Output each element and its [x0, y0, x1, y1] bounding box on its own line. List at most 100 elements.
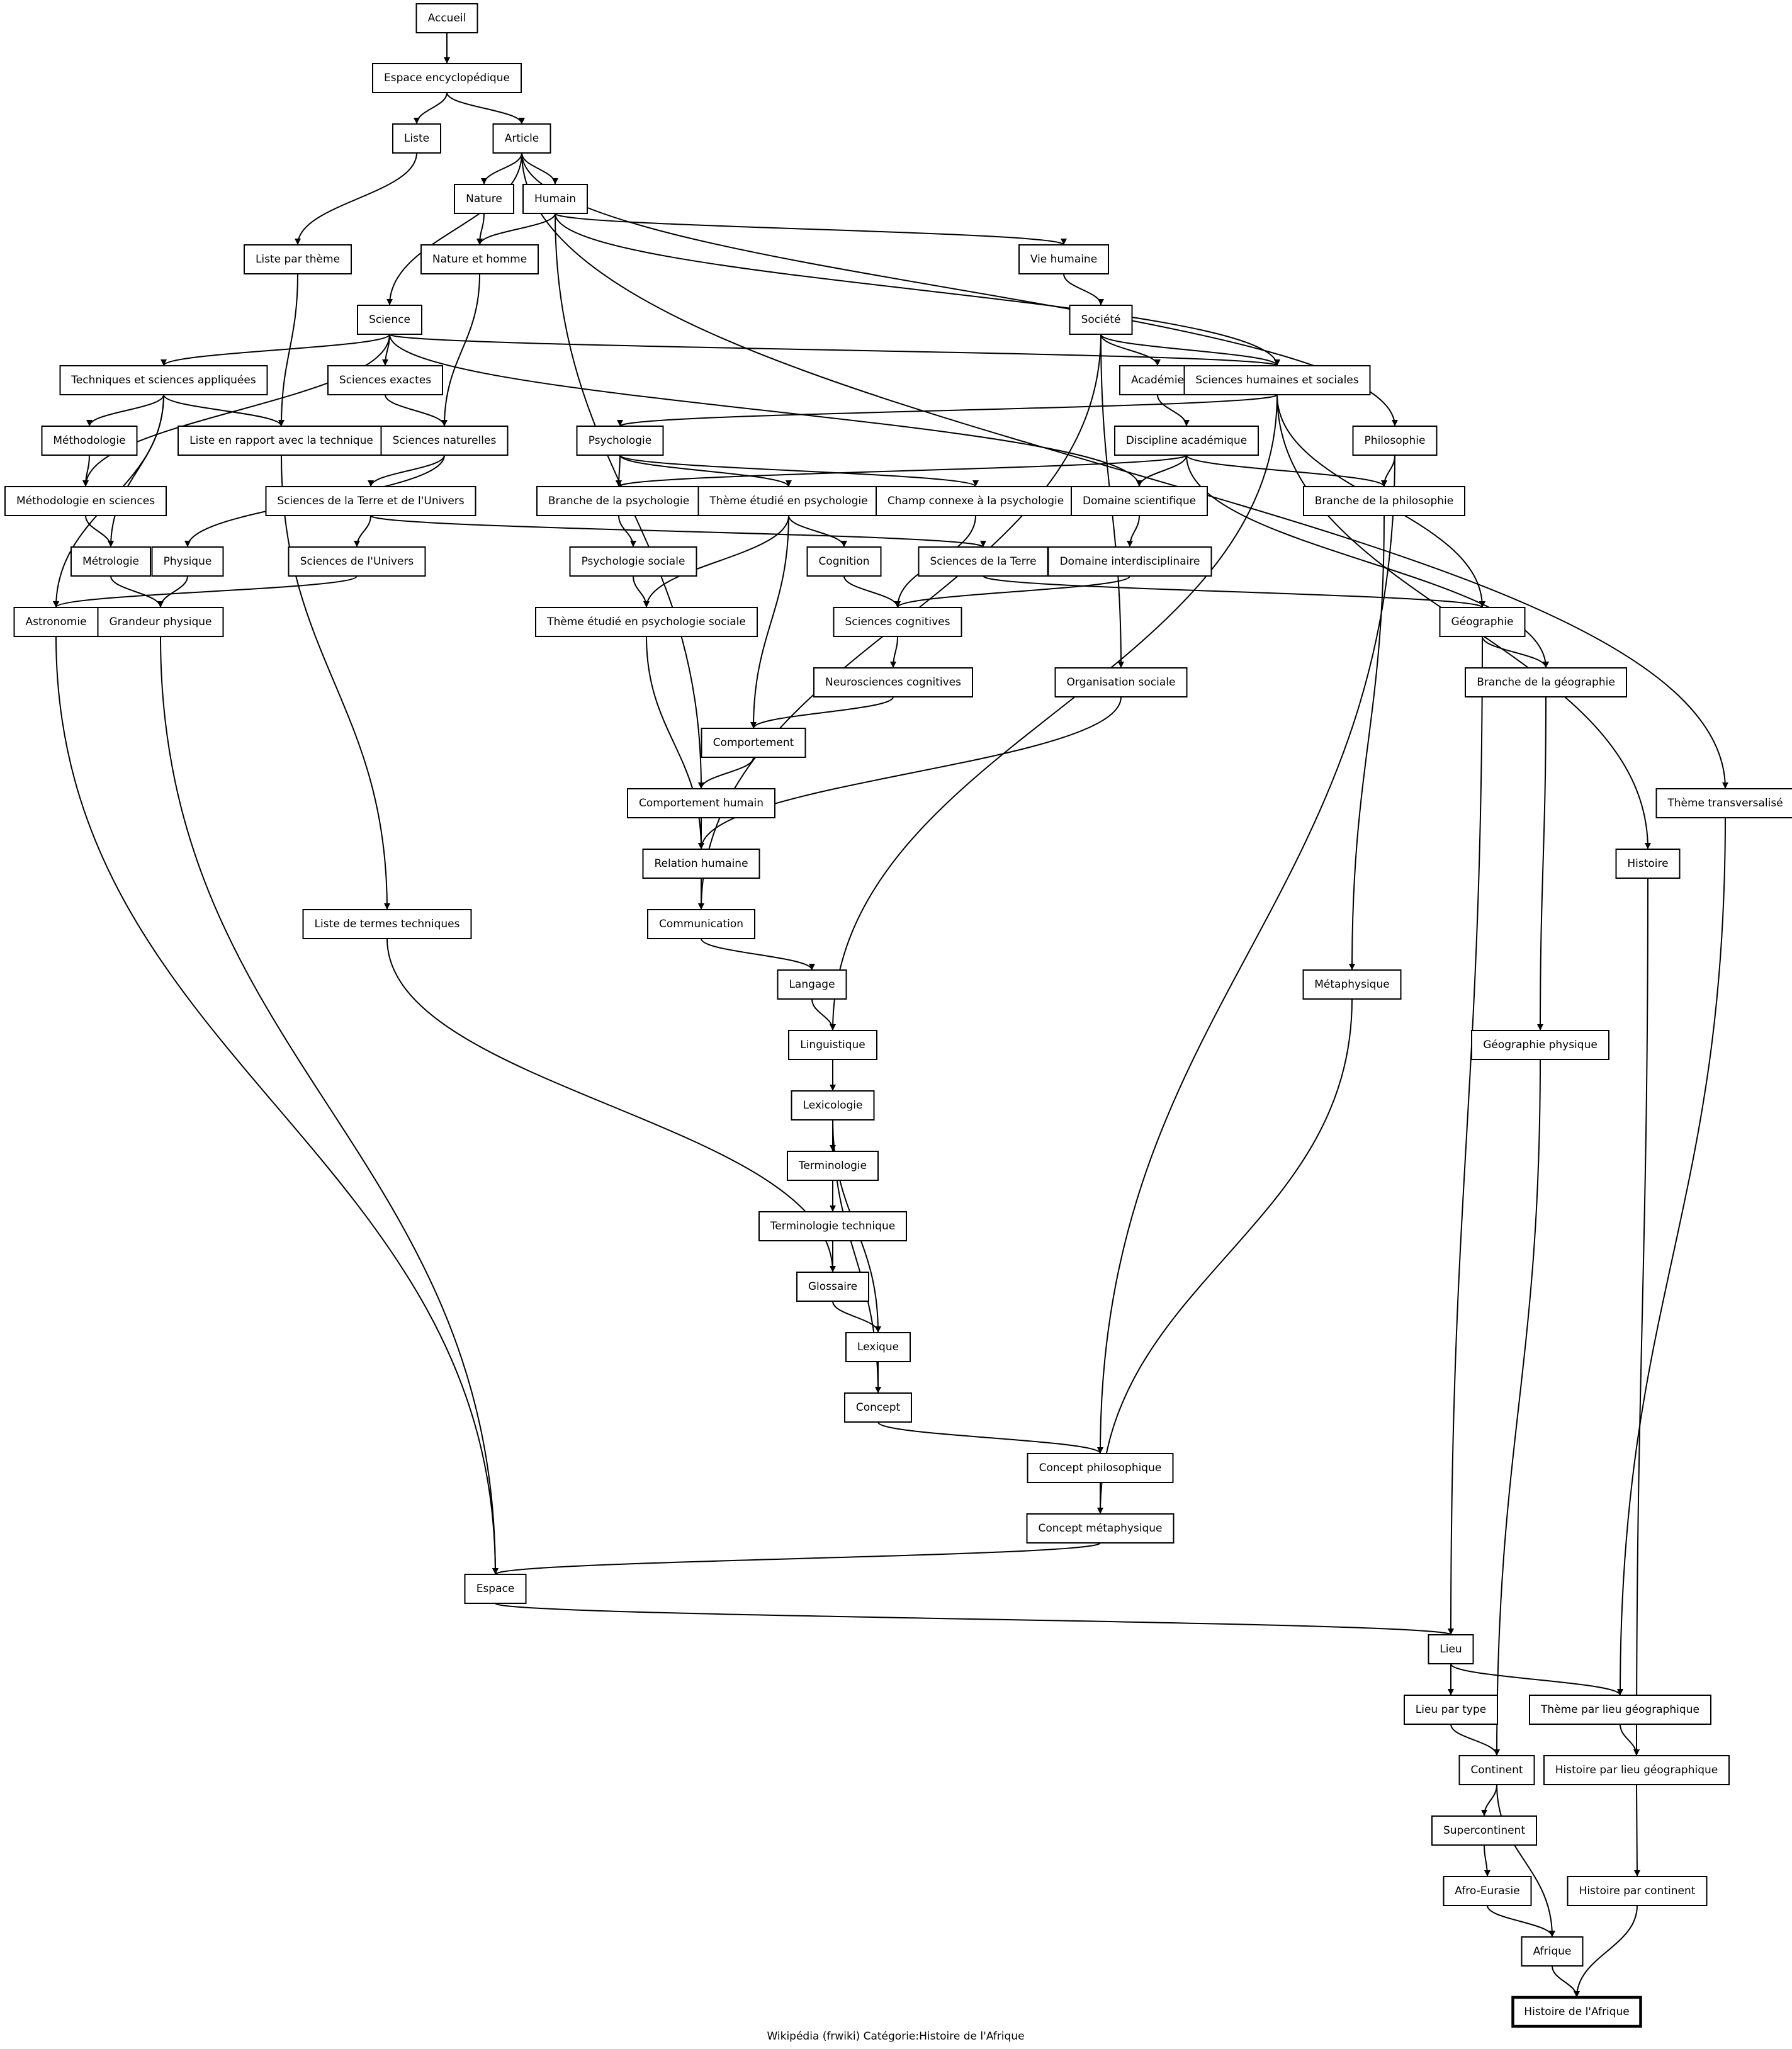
node-box [647, 909, 755, 939]
edge-article-to-science [386, 152, 522, 306]
node-supercontinent: Supercontinent [1431, 1815, 1537, 1846]
node-box [372, 63, 522, 93]
node-label: Sciences de la Terre [930, 555, 1036, 568]
node-label: Techniques et sciences appliquées [70, 374, 256, 387]
node-liste-termes: Liste de termes techniques [302, 909, 472, 939]
node-label: Terminologie [798, 1160, 867, 1172]
edge-tech-sciences-to-metrologie [108, 394, 164, 548]
node-label: Continent [1470, 1764, 1523, 1776]
node-label: Liste [404, 132, 429, 145]
node-box [244, 244, 352, 274]
edge-discipline-acad-to-domaine-sci [1136, 454, 1187, 487]
edge-continent-to-afrique [1496, 1784, 1555, 1938]
node-box [70, 546, 151, 577]
node-label: Relation humaine [654, 857, 748, 870]
node-article: Article [492, 123, 551, 154]
node-box [1352, 426, 1438, 456]
node-theme-transversal: Thème transversalisé [1655, 788, 1792, 818]
node-label: Accueil [428, 12, 466, 25]
node-label: Terminologie technique [770, 1220, 895, 1233]
edge-sciences-exactes-to-sciences-naturelles [385, 394, 448, 427]
edge-societe-to-academie [1100, 334, 1161, 366]
graph-caption: Wikipédia (frwiki) Catégorie:Histoire de… [767, 2030, 1024, 2043]
edge-metaphysique-to-concept-meta [1097, 998, 1353, 1515]
node-histoire: Histoire [1615, 849, 1681, 879]
node-label: Afrique [1533, 1945, 1572, 1958]
node-box [1069, 305, 1133, 335]
node-box [701, 728, 806, 758]
edge-espace-encyclo-to-liste [414, 92, 448, 125]
node-label: Thème étudié en psychologie sociale [546, 616, 746, 628]
edge-branche-geo-to-geo-physique [1537, 696, 1547, 1031]
edge-sciences-univers-to-astronomie [53, 575, 358, 608]
node-branche-philo: Branche de la philosophie [1303, 486, 1465, 516]
node-box [1443, 1876, 1532, 1906]
node-box [1027, 1453, 1174, 1483]
node-label: Sciences exactes [339, 374, 431, 387]
node-sciences-exactes: Sciences exactes [327, 365, 443, 395]
edge-organisation-sociale-to-relation-humaine [698, 696, 1122, 850]
node-box [844, 1392, 912, 1423]
edge-theme-psy-to-comportement [750, 515, 789, 729]
edge-metrologie-to-grandeur-physique [110, 575, 164, 608]
node-sciences-naturelles: Sciences naturelles [380, 426, 509, 456]
node-sciences-terre: Sciences de la Terre [918, 546, 1049, 577]
node-branche-psy: Branche de la psychologie [536, 486, 701, 516]
node-label: Grandeur physique [109, 616, 211, 628]
node-box [1114, 426, 1259, 456]
node-box [569, 546, 697, 577]
node-box [97, 607, 224, 637]
node-concept-meta: Concept métaphysique [1026, 1513, 1175, 1544]
node-label: Psychologie sociale [582, 555, 685, 568]
node-concept: Concept [844, 1392, 912, 1423]
edge-article-to-theme-transversal [521, 152, 1728, 789]
node-label: Psychologie [589, 434, 652, 447]
node-label: Philosophie [1365, 434, 1426, 447]
node-box [1511, 1995, 1642, 2028]
edge-discipline-acad-to-branche-philo [1186, 454, 1387, 487]
node-theme-psy-sociale: Thème étudié en psychologie sociale [535, 607, 758, 637]
node-societe: Société [1069, 305, 1133, 335]
node-box [1303, 486, 1465, 516]
node-grandeur-physique: Grandeur physique [97, 607, 224, 637]
node-afro-eurasie: Afro-Eurasie [1443, 1876, 1532, 1906]
node-label: Lieu par type [1416, 1703, 1486, 1716]
edge-sciences-cognitives-to-neurosciences [890, 636, 898, 669]
node-box [392, 123, 441, 154]
node-label: Communication [659, 918, 743, 930]
edge-concept-meta-to-espace [492, 1542, 1101, 1575]
node-theme-lieu-geo: Thème par lieu géographique [1529, 1695, 1711, 1725]
edge-tech-sciences-to-liste-technique [163, 394, 285, 427]
node-label: Domaine interdisciplinaire [1060, 555, 1200, 568]
node-relation-humaine: Relation humaine [642, 849, 760, 879]
edge-espace-encyclo-to-article [446, 92, 525, 125]
node-geo-physique: Géographie physique [1471, 1030, 1609, 1060]
node-box [265, 486, 476, 516]
node-academie: Académie [1119, 365, 1196, 395]
node-box [627, 788, 775, 818]
node-label: Histoire par continent [1579, 1885, 1696, 1897]
node-branche-geo: Branche de la géographie [1465, 667, 1627, 697]
edge-psychologie-to-theme-psy [619, 454, 792, 487]
edge-methodologie-to-methodo-sciences [82, 454, 90, 487]
node-box [1439, 607, 1526, 637]
node-liste-technique: Liste en rapport avec la technique [178, 426, 385, 456]
node-shs: Sciences humaines et sociales [1183, 365, 1371, 395]
node-label: Thème étudié en psychologie [709, 495, 867, 507]
node-label: Académie [1131, 374, 1184, 387]
edge-neurosciences-to-comportement [750, 696, 894, 729]
edge-theme-transversal-to-theme-lieu-geo [1617, 817, 1726, 1696]
node-domaine-inter: Domaine interdisciplinaire [1047, 546, 1212, 577]
node-box [576, 426, 664, 456]
node-box [1183, 365, 1371, 395]
node-terminologie-tech: Terminologie technique [758, 1211, 907, 1241]
node-box [59, 365, 268, 395]
node-box [492, 123, 551, 154]
node-physique: Physique [151, 546, 224, 577]
node-label: Concept [856, 1401, 901, 1414]
node-label: Lieu [1440, 1643, 1462, 1656]
edge-continent-to-supercontinent [1481, 1784, 1497, 1817]
node-sciences-cognitives: Sciences cognitives [833, 607, 962, 637]
